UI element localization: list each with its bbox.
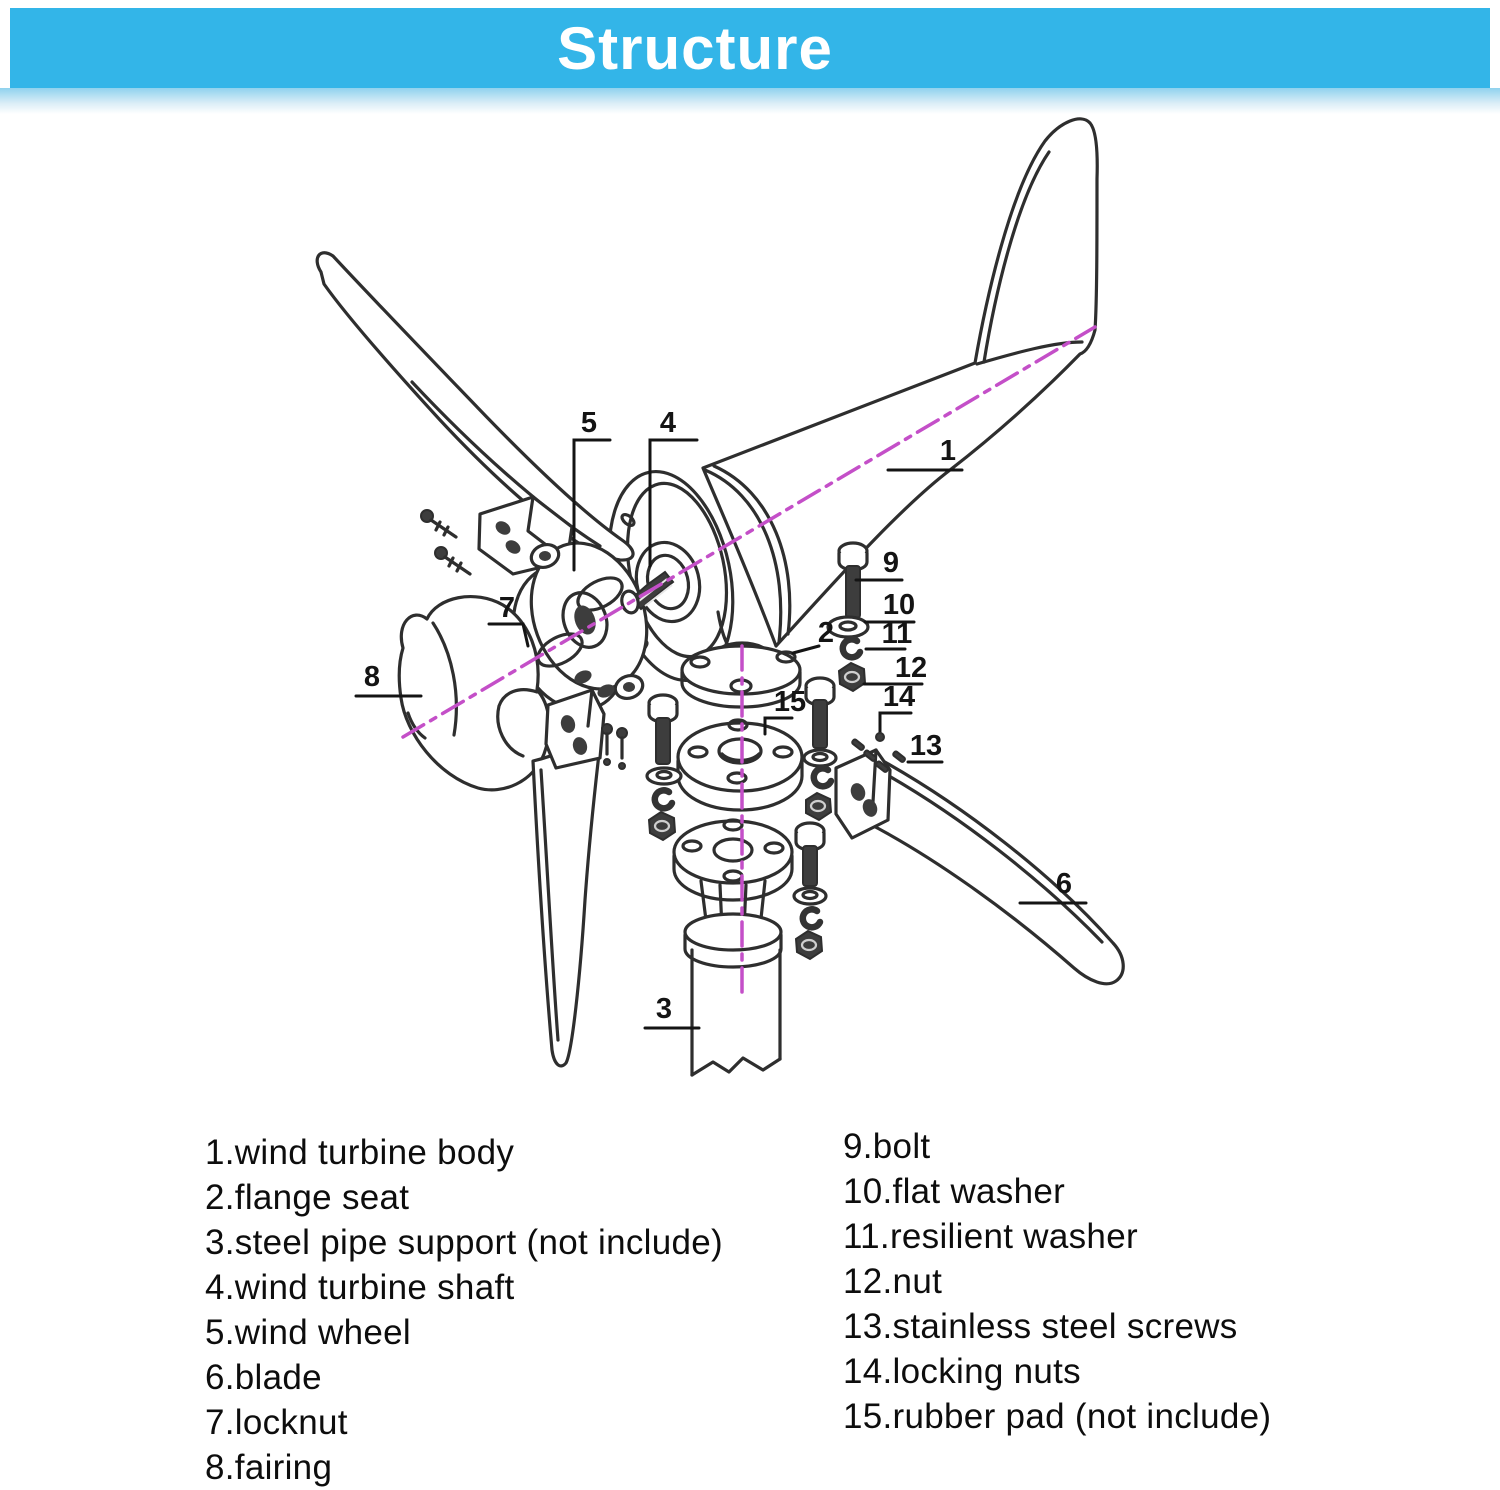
bolt-set-right-low	[792, 821, 828, 961]
part-item: 11.resilient washer	[843, 1217, 1138, 1256]
callout-12: 12	[895, 652, 927, 684]
part-item: 12.nut	[843, 1262, 943, 1301]
callout-4: 4	[660, 407, 676, 439]
bolt-set-right-top	[826, 541, 870, 693]
callouts: 1 2 3 4 5 6 7 8 9 10 11 12 13 14 15	[354, 407, 1088, 1030]
hub-screws	[601, 723, 628, 770]
callout-2: 2	[818, 617, 834, 649]
callout-1: 1	[940, 435, 956, 467]
part-item: 3.steel pipe support (not include)	[205, 1223, 724, 1262]
centerlines	[401, 325, 1097, 995]
callout-11: 11	[882, 618, 913, 650]
pipe-support	[672, 818, 794, 1077]
part-item: 10.flat washer	[843, 1172, 1066, 1211]
bolt-set-left	[645, 693, 683, 842]
part-item: 1.wind turbine body	[205, 1133, 515, 1172]
part-item: 5.wind wheel	[205, 1313, 411, 1352]
parts-list-right: 9.bolt 10.flat washer 11.resilient washer 1…	[843, 1124, 1271, 1439]
part-item: 15.rubber pad (not include)	[843, 1397, 1272, 1436]
part-item: 4.wind turbine shaft	[205, 1268, 515, 1307]
callout-7: 7	[499, 592, 515, 624]
parts-list-left: 1.wind turbine body 2.flange seat 3.steel …	[205, 1130, 723, 1490]
turbine-shaft	[620, 540, 702, 624]
part-item: 8.fairing	[205, 1448, 333, 1487]
callout-5: 5	[581, 407, 597, 439]
callout-13: 13	[910, 730, 942, 762]
callout-15: 15	[774, 686, 806, 718]
header-bar: Structure	[10, 8, 1490, 88]
part-item: 14.locking nuts	[843, 1352, 1081, 1391]
callout-6: 6	[1056, 868, 1072, 900]
callout-3: 3	[656, 993, 672, 1025]
blade-lower	[531, 688, 628, 1068]
part-item: 7.locknut	[205, 1403, 348, 1442]
wind-wheel	[511, 541, 649, 712]
callout-9: 9	[883, 547, 899, 579]
axis-centerline	[401, 325, 1097, 739]
bolt-set-right-mid	[802, 676, 838, 822]
part-item: 2.flange seat	[205, 1178, 410, 1217]
blade-right	[834, 738, 1125, 986]
stainless-screws	[851, 738, 906, 773]
callout-14: 14	[883, 681, 915, 713]
callout-10: 10	[883, 589, 915, 621]
rubber-pad	[676, 718, 804, 812]
callout-8: 8	[364, 661, 380, 693]
page-title: Structure	[557, 14, 833, 82]
header-fade	[0, 88, 1500, 114]
blade-screws	[420, 509, 472, 576]
part-item: 6.blade	[205, 1358, 322, 1397]
part-item: 9.bolt	[843, 1127, 931, 1166]
part-item: 13.stainless steel screws	[843, 1307, 1238, 1346]
